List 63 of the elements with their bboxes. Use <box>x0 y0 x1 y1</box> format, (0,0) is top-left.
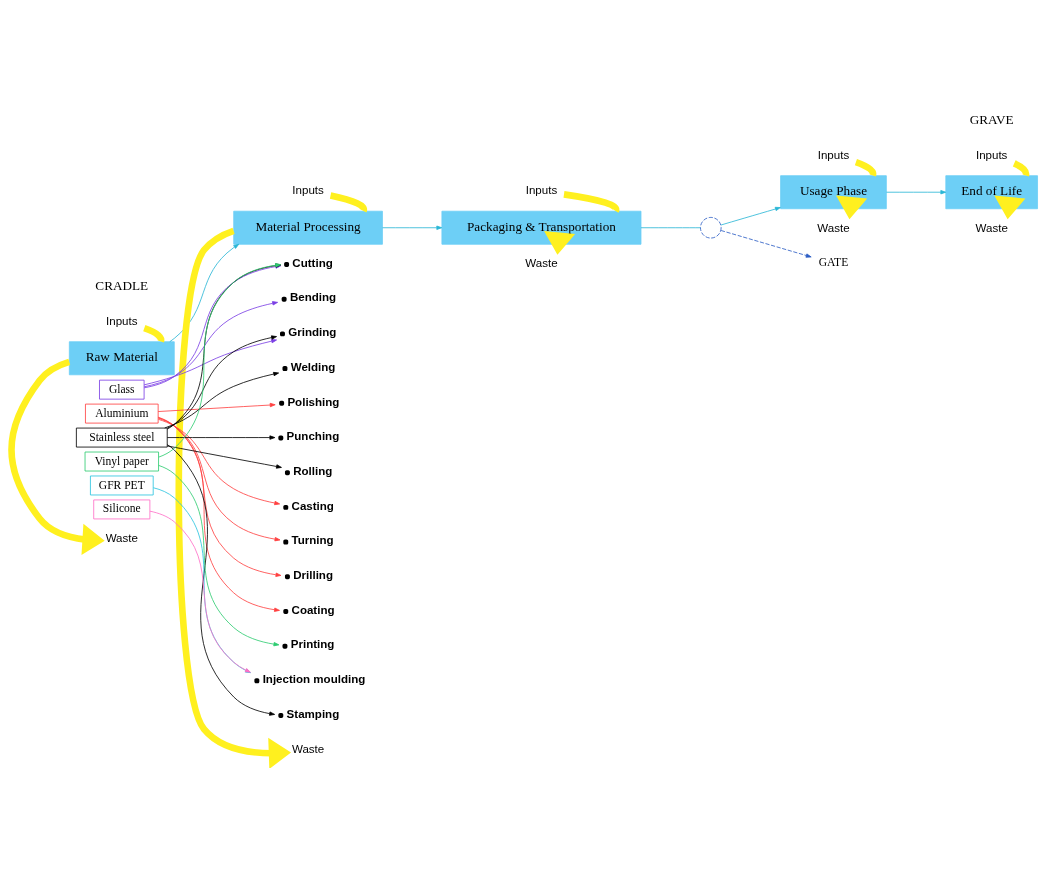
node-box: Material Processing <box>233 210 383 245</box>
label: CRADLE <box>95 278 149 294</box>
node-label: Stamping <box>286 707 340 720</box>
arrow <box>836 195 868 220</box>
arrow <box>157 418 281 506</box>
connector <box>1012 160 1030 176</box>
node-box: GFR PET <box>90 475 154 496</box>
arrow <box>166 435 276 440</box>
arrow <box>166 445 282 469</box>
arrow <box>994 195 1026 220</box>
node-text: Waste <box>975 221 1008 234</box>
node-text: Inputs <box>106 314 138 327</box>
arrow <box>157 402 276 412</box>
arrow <box>720 230 812 258</box>
node-text: Inputs <box>975 148 1008 161</box>
node-text: Waste <box>291 742 325 755</box>
node-label: Printing <box>290 638 335 651</box>
label: GRAVE <box>969 112 1014 128</box>
node-text: Inputs <box>817 148 850 161</box>
node-circle <box>700 217 722 239</box>
connector <box>143 325 165 342</box>
node-box: Raw Material <box>68 341 175 376</box>
connector <box>640 227 701 229</box>
node-box: Silicone <box>93 499 151 520</box>
arrow <box>166 444 276 716</box>
arrow <box>175 227 292 768</box>
arrow <box>164 371 280 429</box>
node-box: Vinyl paper <box>84 451 159 472</box>
arrow <box>158 465 280 647</box>
node-label: Turning <box>291 534 334 547</box>
node-label: Bending <box>289 291 337 304</box>
arrow <box>169 243 240 343</box>
arrow <box>720 206 781 226</box>
node-label: Injection moulding <box>262 673 366 686</box>
node-label: Coating <box>291 603 335 616</box>
arrow <box>886 190 947 195</box>
node-box: Glass <box>99 379 145 400</box>
node-label: Drilling <box>293 568 333 581</box>
node-text: GATE <box>818 256 849 270</box>
node-label: Grinding <box>288 326 337 339</box>
arrow <box>157 416 280 612</box>
arrow <box>158 417 281 542</box>
node-text: Inputs <box>292 184 324 197</box>
node-label: Punching <box>286 430 340 443</box>
node-label: Polishing <box>287 395 340 408</box>
arrow <box>544 231 576 255</box>
node-text: Waste <box>105 532 138 545</box>
node-label: Welding <box>290 360 336 373</box>
arrow <box>149 510 251 673</box>
arrow <box>166 335 277 429</box>
node-label: Casting <box>291 499 334 512</box>
arrow <box>8 358 105 555</box>
node-box: Aluminium <box>85 403 159 424</box>
node-box: Stainless steel <box>75 427 168 448</box>
node-text: Waste <box>525 257 558 270</box>
arrow <box>143 339 277 386</box>
arrow <box>382 225 443 230</box>
connector <box>854 158 877 176</box>
node-label: Rolling <box>293 464 333 477</box>
node-text: Inputs <box>525 184 558 197</box>
node-text: Waste <box>817 221 850 234</box>
arrow <box>143 301 279 388</box>
node-label: Cutting <box>292 256 333 269</box>
